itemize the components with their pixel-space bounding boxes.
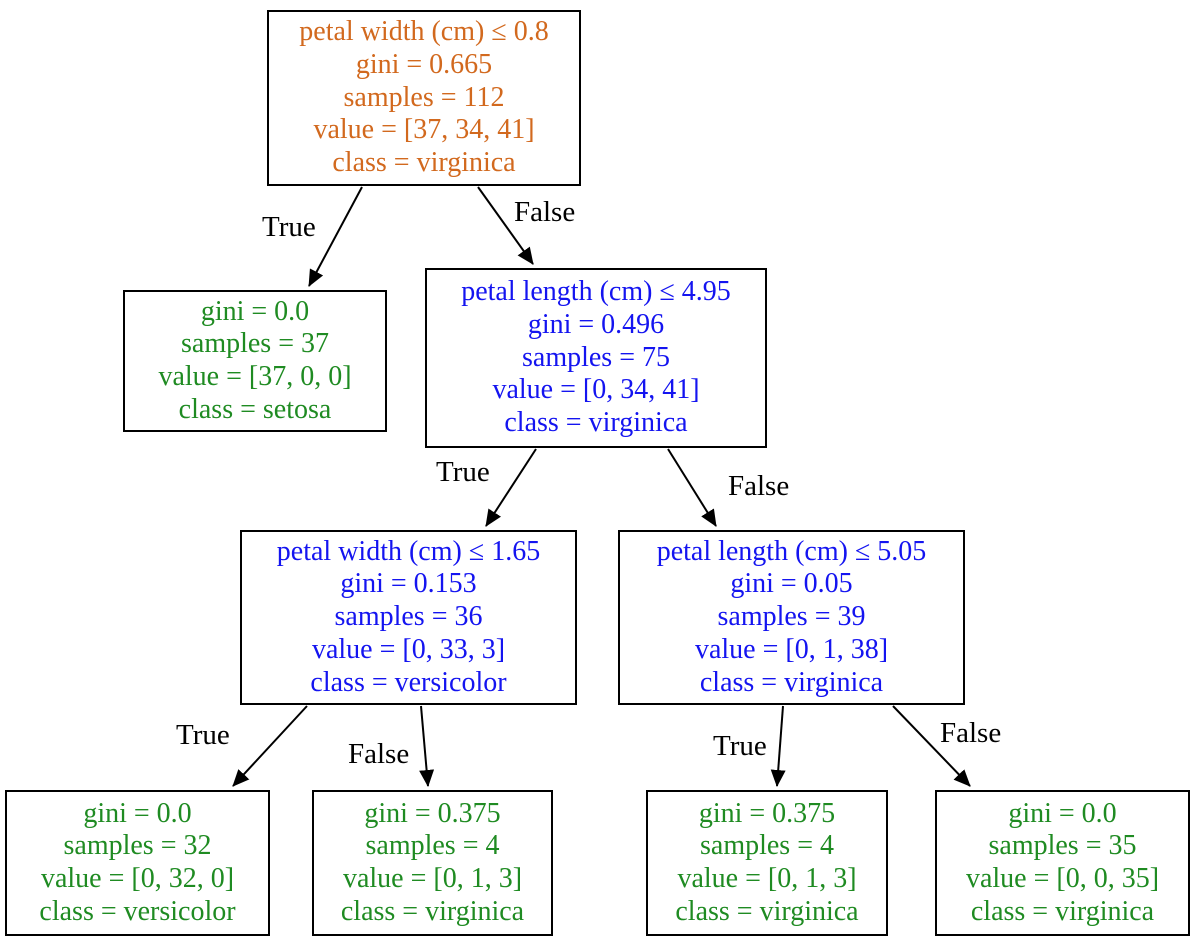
edge-root-true xyxy=(308,186,363,287)
node-value: value = [0, 1, 3] xyxy=(677,863,857,894)
tree-node-virginica-leaf-a: gini = 0.375 samples = 4 value = [0, 1, … xyxy=(312,790,553,936)
tree-node-petal-width-1-65: petal width (cm) ≤ 1.65 gini = 0.153 sam… xyxy=(240,530,577,705)
tree-node-root: petal width (cm) ≤ 0.8 gini = 0.665 samp… xyxy=(267,10,581,186)
edge-label-true: True xyxy=(176,719,230,751)
edge-label-false: False xyxy=(514,196,576,228)
node-value: value = [0, 32, 0] xyxy=(40,863,235,894)
node-value: value = [0, 33, 3] xyxy=(311,633,506,665)
node-value: value = [0, 1, 38] xyxy=(694,633,889,665)
node-condition: petal length (cm) ≤ 4.95 xyxy=(461,276,731,308)
node-gini: gini = 0.0 xyxy=(1008,797,1117,829)
node-class: class = virginica xyxy=(332,147,516,179)
edge-label-true: True xyxy=(262,211,316,243)
node-samples: samples = 75 xyxy=(522,341,670,373)
tree-node-petal-length-5-05: petal length (cm) ≤ 5.05 gini = 0.05 sam… xyxy=(618,530,965,705)
node-samples: samples = 4 xyxy=(700,830,834,862)
node-class: class = virginica xyxy=(504,407,688,439)
node-samples: samples = 32 xyxy=(63,830,212,862)
node-class: class = versicolor xyxy=(310,666,507,698)
node-value: value = [0, 1, 3] xyxy=(342,863,523,894)
edge-pl505-false xyxy=(892,705,971,787)
node-samples: samples = 39 xyxy=(717,601,866,633)
node-value: value = [0, 34, 41] xyxy=(492,374,700,406)
node-gini: gini = 0.375 xyxy=(698,797,836,829)
edge-label-true: True xyxy=(436,456,490,488)
node-samples: samples = 36 xyxy=(334,601,483,633)
node-samples: samples = 112 xyxy=(343,81,505,113)
node-value: value = [0, 0, 35] xyxy=(965,863,1160,894)
edge-label-false: False xyxy=(728,470,790,502)
edge-pw165-false xyxy=(419,705,435,787)
tree-node-virginica-leaf-c: gini = 0.0 samples = 35 value = [0, 0, 3… xyxy=(935,790,1190,936)
edge-pl495-true xyxy=(485,448,537,527)
node-samples: samples = 35 xyxy=(988,830,1137,862)
node-condition: petal length (cm) ≤ 5.05 xyxy=(656,535,927,567)
node-class: class = virginica xyxy=(340,895,525,927)
node-condition: petal width (cm) ≤ 1.65 xyxy=(276,535,541,567)
edge-pl495-false xyxy=(667,448,717,527)
edge-root-false xyxy=(477,186,534,265)
node-class: class = setosa xyxy=(178,393,332,425)
node-class: class = virginica xyxy=(675,895,859,927)
node-class: class = virginica xyxy=(699,666,884,698)
edge-pw165-true xyxy=(232,705,308,787)
tree-node-virginica-leaf-b: gini = 0.375 samples = 4 value = [0, 1, … xyxy=(646,790,888,936)
edge-label-false: False xyxy=(940,717,1002,749)
edge-pl505-true xyxy=(770,705,786,787)
node-gini: gini = 0.0 xyxy=(200,295,310,327)
edge-label-false: False xyxy=(348,738,410,770)
node-samples: samples = 4 xyxy=(365,830,500,862)
node-value: value = [37, 0, 0] xyxy=(158,361,352,392)
node-value: value = [37, 34, 41] xyxy=(313,114,535,146)
tree-node-versicolor-leaf: gini = 0.0 samples = 32 value = [0, 32, … xyxy=(5,790,270,936)
edge-label-true: True xyxy=(713,730,767,762)
node-gini: gini = 0.153 xyxy=(340,568,477,600)
node-class: class = versicolor xyxy=(39,895,236,927)
node-gini: gini = 0.496 xyxy=(527,308,665,340)
tree-node-setosa-leaf: gini = 0.0 samples = 37 value = [37, 0, … xyxy=(123,290,387,432)
node-gini: gini = 0.05 xyxy=(730,568,853,600)
tree-node-petal-length-4-95: petal length (cm) ≤ 4.95 gini = 0.496 sa… xyxy=(425,268,767,448)
node-class: class = virginica xyxy=(970,895,1155,927)
node-gini: gini = 0.665 xyxy=(355,48,493,80)
node-gini: gini = 0.0 xyxy=(83,797,192,829)
node-condition: petal width (cm) ≤ 0.8 xyxy=(299,16,549,48)
node-samples: samples = 37 xyxy=(181,328,329,360)
node-gini: gini = 0.375 xyxy=(364,797,501,829)
